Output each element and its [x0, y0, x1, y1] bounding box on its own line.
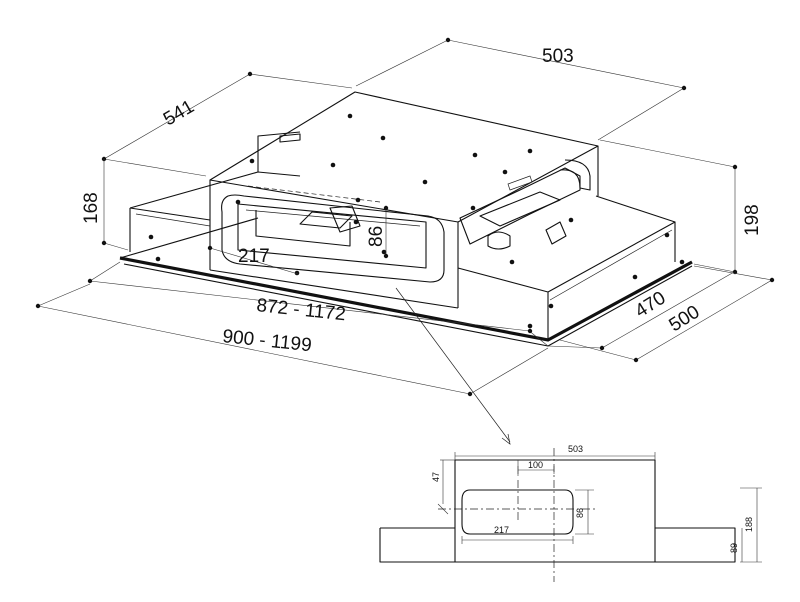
hood-isometric	[119, 91, 693, 445]
label-outer-depth: 500	[666, 302, 704, 337]
label-width-top: 503	[542, 46, 574, 67]
screw-dots	[148, 113, 685, 329]
label-height-left: 168	[81, 192, 102, 224]
detail-label-total-height: 188	[744, 517, 754, 532]
detail-label-offset: 47	[431, 472, 441, 482]
iso-dimension-lines	[35, 37, 775, 397]
detail-dimension-lines	[437, 452, 762, 563]
detail-label-duct-width: 217	[494, 525, 509, 535]
detail-front-view	[379, 448, 736, 582]
label-height-right: 198	[742, 204, 763, 236]
detail-label-duct-height: 86	[575, 508, 585, 518]
label-duct-height: 86	[366, 226, 387, 247]
detail-label-width: 503	[568, 444, 583, 454]
label-depth-top: 541	[160, 96, 198, 130]
detail-label-slot: 100	[528, 460, 543, 470]
detail-label-lower-height: 89	[729, 543, 739, 553]
label-outer-width: 900 - 1199	[221, 326, 312, 356]
label-duct-width: 217	[238, 246, 270, 267]
